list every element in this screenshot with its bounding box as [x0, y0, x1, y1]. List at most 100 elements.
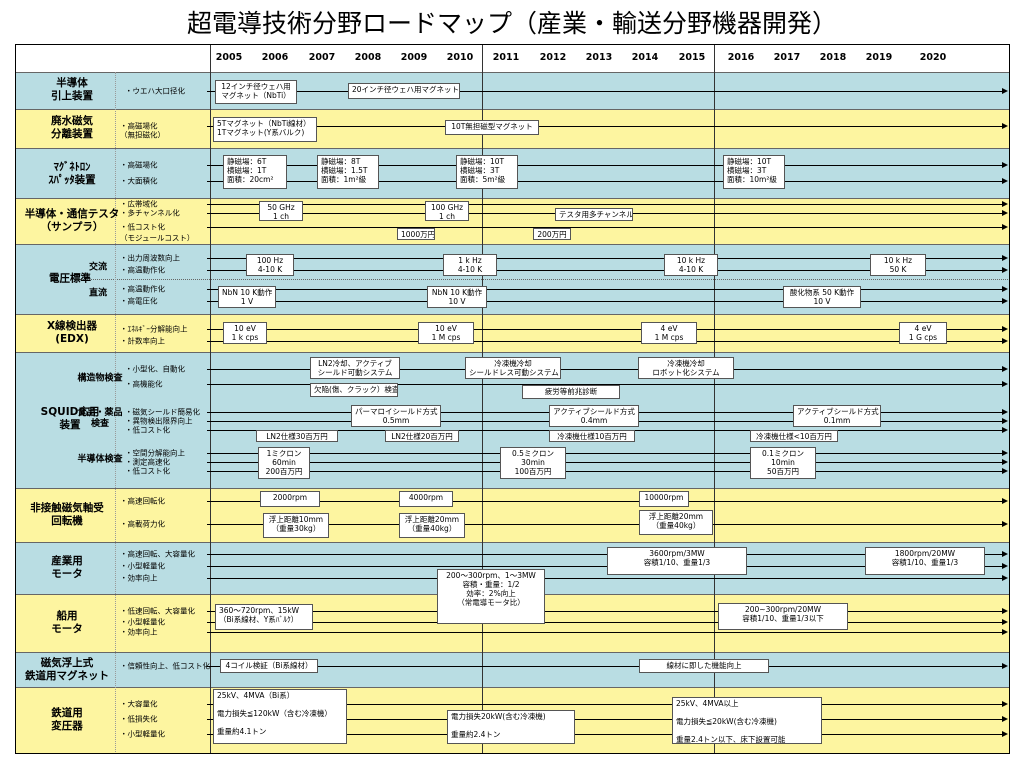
timeline-arrow	[207, 704, 1003, 705]
row-divider	[15, 244, 1010, 245]
row-divider	[15, 687, 1010, 688]
row-label: 非接触磁気軸受 回転機	[30, 501, 104, 527]
timeline-arrow	[207, 719, 1003, 720]
milestone-box: 冷凍機冷却 シールドレス可動システム	[465, 357, 561, 379]
timeline-arrow	[207, 384, 1003, 385]
timeline-arrow	[207, 126, 1003, 127]
feature-text: ・低損失化	[120, 714, 158, 724]
milestone-box: NbN 10 K動作 10 V	[427, 286, 487, 308]
row-divider	[15, 109, 1010, 110]
arrow-head	[1002, 663, 1008, 669]
feature-text: ・高速回転、大容量化	[120, 549, 195, 559]
feature-text: ・信頼性向上、低コスト化	[120, 661, 210, 671]
arrow-head	[1002, 563, 1008, 569]
timeline-arrow	[207, 289, 1003, 290]
arrow-head	[1002, 162, 1008, 168]
row-label: 船用 モータ	[51, 609, 83, 635]
timeline-arrow	[207, 734, 1003, 735]
sub-label: 構造物検査	[77, 373, 123, 384]
row-label: 半導体 引上装置	[51, 76, 93, 102]
milestone-box: 50 GHz 1 ch	[259, 201, 303, 221]
sub-label: 交流	[88, 262, 108, 273]
arrow-head	[1002, 629, 1008, 635]
milestone-box: 20インチ径ウェハ用マグネット	[348, 83, 460, 99]
milestone-box: アクティブシールド方式 0.1mm	[793, 405, 881, 427]
milestone-box: 25kV、4MVA（Bi系） 電力損失≦120kW（含む冷凍機） 重量約4.1ト…	[213, 689, 347, 744]
milestone-box: 浮上距離10mm （重量30kg）	[263, 513, 329, 538]
year-label: 2018	[819, 52, 847, 63]
row-divider	[15, 198, 1010, 199]
row-band	[15, 198, 1010, 244]
timeline-arrow	[207, 227, 1003, 228]
arrow-head	[1002, 210, 1008, 216]
arrow-head	[1002, 575, 1008, 581]
arrow-head	[1002, 716, 1008, 722]
page-title: 超電導技術分野ロードマップ（産業・輸送分野機器開発）	[186, 9, 837, 38]
timeline-arrow	[207, 341, 1003, 342]
milestone-box: 12インチ径ウェハ用 マグネット（NbTi）	[215, 80, 297, 104]
milestone-box: 静磁場：8T 横磁場：1.5T 面積：1m²級	[317, 155, 379, 189]
year-divider-2010	[482, 44, 483, 754]
milestone-box: 100 Hz 4-10 K	[246, 254, 294, 276]
label-column-divider	[210, 44, 211, 754]
timeline-arrow	[207, 453, 1003, 454]
feature-text: ・高磁場化	[120, 160, 158, 170]
feature-text: ・出力周波数向上	[120, 253, 180, 263]
year-label: 2012	[539, 52, 567, 63]
roadmap-frame	[15, 44, 1010, 754]
arrow-head	[1002, 459, 1008, 465]
timeline-arrow	[207, 524, 1003, 525]
arrow-head	[1002, 521, 1008, 527]
arrow-head	[1002, 255, 1008, 261]
timeline-arrow	[207, 369, 1003, 370]
timeline-arrow	[207, 501, 1003, 502]
arrow-head	[1002, 619, 1008, 625]
milestone-box: 0.1ミクロン 10min 50百万円	[750, 447, 816, 479]
arrow-head	[1002, 201, 1008, 207]
timeline-arrow	[207, 554, 1003, 555]
arrow-head	[1002, 608, 1008, 614]
feature-text: ・高温動作化	[120, 284, 165, 294]
timeline-arrow	[207, 204, 1003, 205]
milestone-box: 疲労等前兆診断	[522, 385, 620, 399]
milestone-box: 10T無担磁型マグネット	[445, 120, 539, 135]
feature-text: ・計数率向上	[120, 336, 165, 346]
feature-text: ・高載荷力化	[120, 519, 165, 529]
milestone-box: 静磁場：10T 横磁場：3T 面積：5m²級	[456, 155, 518, 189]
feature-text: ・磁気シールド簡易化	[125, 407, 200, 417]
arrow-head	[1002, 123, 1008, 129]
feature-text: ・高磁場化	[120, 121, 158, 131]
arrow-head	[1002, 418, 1008, 424]
feature-text: ・小型化、自動化	[125, 364, 185, 374]
timeline-arrow	[207, 329, 1003, 330]
milestone-box: 4 eV 1 G cps	[899, 322, 947, 344]
year-label: 2020	[919, 52, 947, 63]
milestone-box: 浮上距離20mm （重量40kg）	[399, 513, 465, 538]
milestone-box: 10 eV 1 k cps	[223, 322, 267, 344]
arrow-head	[1002, 326, 1008, 332]
milestone-box: 静磁場：6T 横磁場：1T 面積：20cm²	[223, 155, 287, 189]
year-label: 2005	[215, 52, 243, 63]
timeline-arrow	[207, 622, 1003, 623]
milestone-box: 3600rpm/3MW 容積1/10、重量1/3	[607, 547, 747, 575]
milestone-box: 冷凍機仕様<10百万円	[750, 430, 838, 442]
row-divider	[15, 488, 1010, 489]
row-divider	[15, 314, 1010, 315]
milestone-box: パーマロイシールド方式 0.5mm	[351, 405, 441, 427]
year-label: 2010	[446, 52, 474, 63]
feature-text: ・測定高速化	[125, 457, 170, 467]
row-label: 鉄道用 変圧器	[51, 706, 83, 732]
timeline-arrow	[207, 471, 1003, 472]
timeline-arrow	[207, 258, 1003, 259]
milestone-box: 浮上距離20mm （重量40kg）	[639, 510, 713, 535]
milestone-box: 1ミクロン 60min 200百万円	[258, 447, 310, 479]
row-band	[15, 72, 1010, 109]
feature-text: ・低コスト化	[125, 425, 170, 435]
timeline-arrow	[207, 270, 1003, 271]
year-label: 2016	[727, 52, 755, 63]
arrow-head	[1002, 468, 1008, 474]
feature-text: ・異物検出限界向上	[125, 416, 193, 426]
milestone-box: 10000rpm	[639, 491, 689, 507]
row-label: 廃水磁気 分離装置	[51, 114, 93, 140]
milestone-box: 200万円	[533, 228, 571, 240]
